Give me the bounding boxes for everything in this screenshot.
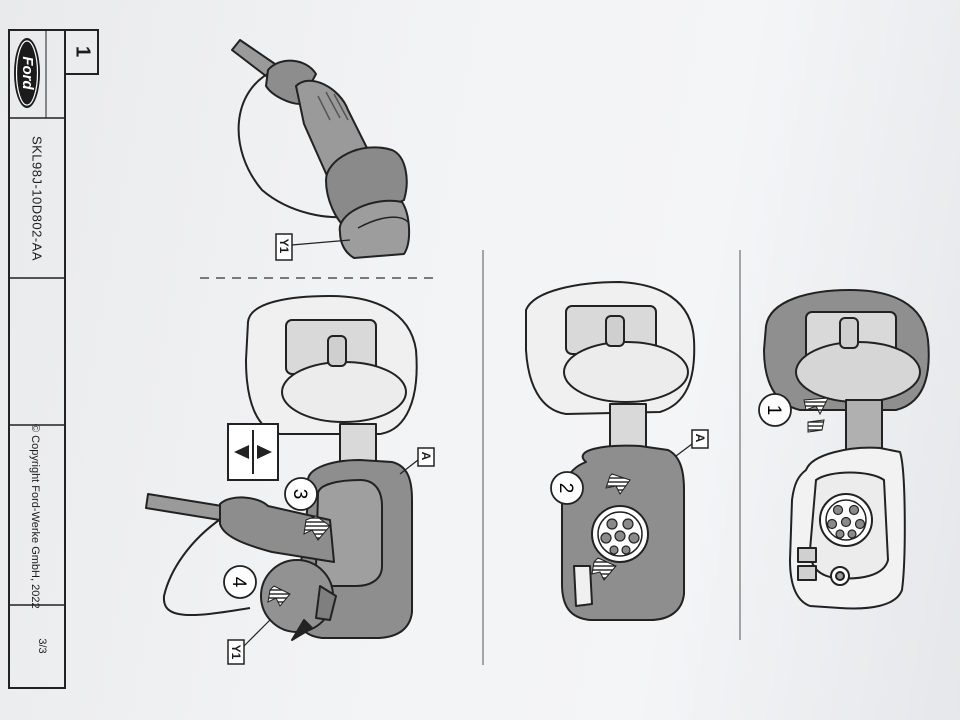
flap-step-2 — [525, 281, 696, 621]
flap-label-left: A — [419, 451, 433, 461]
flap-label-middle: A — [693, 433, 707, 443]
flap-step-3-4 — [145, 295, 418, 641]
copyright-notice: © Copyright Ford-Werke GmbH, 2022 — [29, 424, 41, 609]
callout-4: 4 — [223, 565, 257, 599]
plug-label-top: Y1 — [277, 238, 291, 254]
callout-3: 3 — [284, 477, 318, 511]
sheet-number: 1 — [71, 45, 94, 58]
svg-text:2: 2 — [555, 483, 576, 494]
document-number: SKL98J-10D802-AA — [29, 135, 45, 262]
callout-3-text: 3 — [289, 489, 310, 500]
svg-text:4: 4 — [228, 577, 249, 588]
press-icon — [227, 423, 279, 481]
title-block — [8, 29, 99, 689]
charging-plug-drawing — [231, 39, 410, 259]
svg-text:Ford: Ford — [19, 56, 36, 90]
svg-text:1: 1 — [763, 405, 784, 416]
callout-2: 2 — [550, 471, 584, 505]
flap-step-1 — [763, 289, 930, 610]
ford-logo: Ford — [14, 38, 40, 108]
page-count: 3/3 — [36, 638, 48, 654]
plug-label-bottom: Y1 — [229, 644, 243, 660]
callout-1: 1 — [758, 393, 792, 427]
